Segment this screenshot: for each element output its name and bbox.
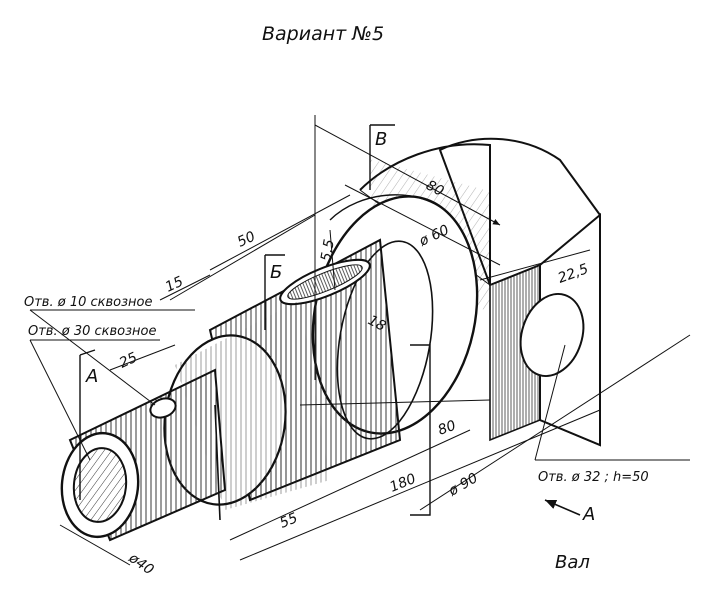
note-hole-10: Отв. ø 10 сквозное [24,295,152,310]
section-label-v: В [375,129,387,150]
dim-80-top: 80 [423,177,446,200]
dim-80-side: 80 [436,418,458,439]
dim-diameter-40: ø40 [125,550,157,579]
front-tube [60,368,227,542]
dim-25: 25 [117,350,140,372]
section-planes [79,124,431,521]
section-label-a: А [85,366,98,387]
dimension-lines [29,115,691,566]
part-name: Вал [555,552,590,573]
note-hole-32: Отв. ø 32 ; h=50 [538,470,649,485]
section-label-b: Б [270,262,282,283]
dim-18: 18 [365,312,388,335]
title-text: Вариант №5 [262,23,384,45]
dim-15: 15 [163,274,186,296]
dim-55: 55 [278,510,301,532]
view-arrow-label: А [582,504,595,525]
note-hole-30: Отв. ø 30 сквозное [28,324,156,339]
dim-5-5: 5,5 [318,238,338,263]
dim-50: 50 [235,229,258,251]
